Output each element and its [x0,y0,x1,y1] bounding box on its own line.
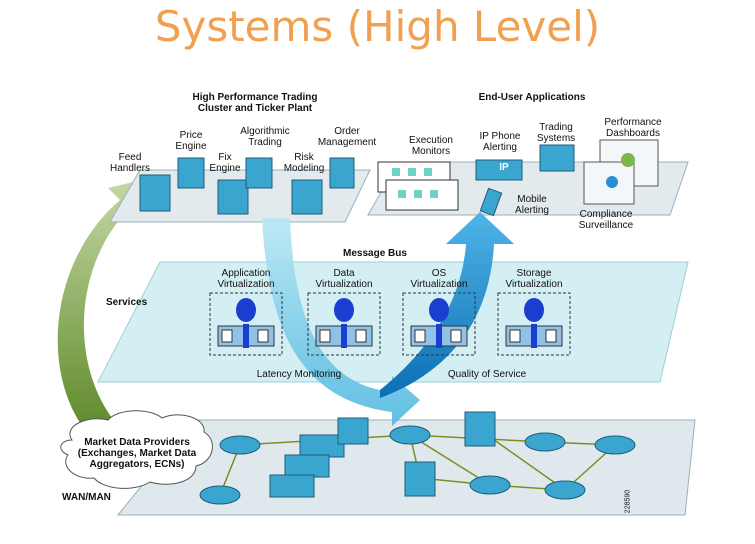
feed-handlers-label: Feed Handlers [109,152,151,174]
compliance-surveillance-label: Compliance Surveillance [578,209,634,231]
ip-badge: IP [499,162,509,173]
ip-phone-alerting-label: IP Phone Alerting [479,131,521,153]
execution-monitor-screens [377,161,459,211]
market-data-providers-label: Market Data Providers (Exchanges, Market… [77,437,197,470]
risk-modeling-label: Risk Modeling [283,152,325,174]
performance-dashboards-label: Performance Dashboards [604,117,662,139]
quality-of-service-label: Quality of Service [447,369,527,380]
services-label: Services [106,297,148,308]
os-virtualization-label: OS Virtualization [410,268,468,290]
page-title: Systems (High Level) [154,2,601,51]
figure-id: 228590 [624,489,632,514]
server-icons [139,157,355,215]
end-user-heading: End-User Applications [478,92,586,103]
green-feed-arrow [57,178,150,430]
algorithmic-trading-label: Algorithmic Trading [240,126,290,148]
data-virtualization-label: Data Virtualization [315,268,373,290]
message-bus-label: Message Bus [343,248,407,259]
execution-monitors-label: Execution Monitors [409,135,453,157]
trading-systems-label: Trading Systems [536,122,576,144]
storage-virtualization-label: Storage Virtualization [505,268,563,290]
mobile-alerting-label: Mobile Alerting [515,194,549,216]
application-virtualization-label: Application Virtualization [217,268,275,290]
wan-man-label: WAN/MAN [62,492,111,503]
router-icons [199,425,636,505]
fix-engine-label: Fix Engine [209,152,241,174]
price-engine-label: Price Engine [175,130,207,152]
blue-up-arrow [380,212,514,398]
trading-cluster-heading-text: High Performance Trading Cluster and Tic… [192,92,318,114]
latency-monitoring-label: Latency Monitoring [256,369,342,380]
services-plane [97,261,689,383]
service-boxes [209,292,571,356]
light-blue-arrow [262,218,420,426]
virtualization-icons [217,298,563,348]
market-data-cloud [60,410,213,489]
switch-icons [269,411,496,498]
order-management-label: Order Management [317,126,377,148]
trading-cluster-heading: High Performance Trading Cluster and Tic… [178,92,332,114]
end-user-devices [475,139,659,217]
